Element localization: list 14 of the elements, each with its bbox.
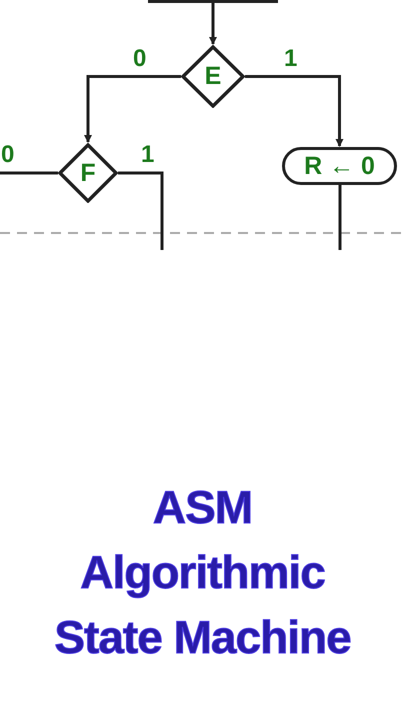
connector-arrow (245, 75, 344, 147)
edge-label: 0 (1, 143, 14, 167)
node-label: R ← 0 (304, 152, 375, 180)
title-text: State Machine (54, 610, 351, 665)
node-label: E (204, 62, 222, 91)
node-label: F (80, 158, 96, 188)
connector-arrow (84, 75, 181, 143)
edge-label: 1 (141, 143, 154, 167)
edge-label: 0 (133, 47, 146, 71)
state-box (282, 147, 397, 185)
edge-label: 1 (284, 47, 298, 71)
title-text: Algorithmic (80, 545, 325, 600)
connector-arrow (209, 3, 217, 45)
title-text: ASM (152, 480, 252, 535)
